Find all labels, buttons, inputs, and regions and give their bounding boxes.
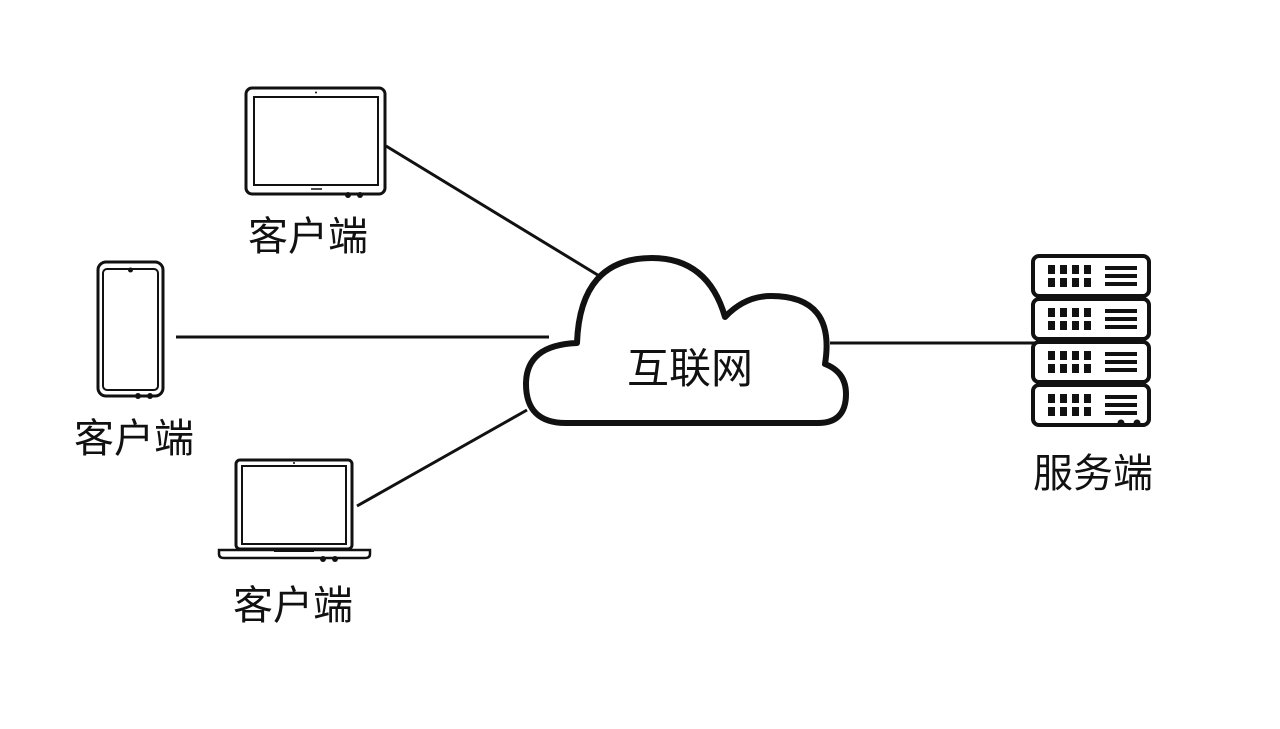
phone-client-label: 客户端 [74,416,194,462]
laptop-icon [217,458,372,562]
connection-lines [176,144,1035,508]
connector-tablet-internet [385,144,602,279]
server-rack-icon [1031,254,1151,427]
cloud-icon [523,255,849,426]
smartphone-icon [96,260,165,399]
tablet-icon [244,86,387,198]
internet-label: 互联网 [626,344,753,393]
server-label: 服务端 [1033,451,1153,497]
connector-laptop-internet [356,408,528,508]
tablet-client-label: 客户端 [248,214,368,260]
laptop-client-label: 客户端 [233,583,353,629]
